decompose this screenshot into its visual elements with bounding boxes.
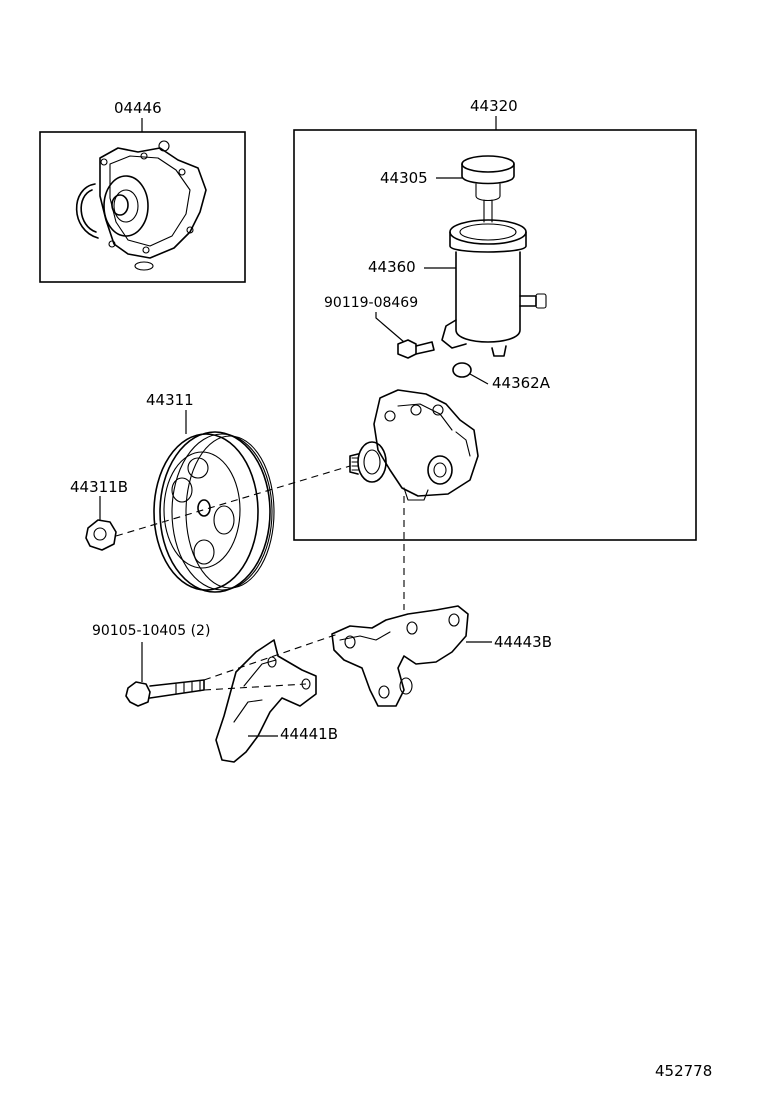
gasket-kit-box — [39, 131, 246, 283]
reservoir-cap-drawing — [461, 155, 515, 223]
label-gasket-kit: 04446 — [114, 99, 162, 117]
label-o-ring: 44362A — [492, 374, 550, 392]
label-reservoir: 44360 — [368, 258, 416, 276]
gasket-kit-drawing — [75, 140, 207, 271]
label-pulley: 44311 — [146, 391, 194, 409]
pulley-drawing — [153, 431, 275, 593]
label-pump-assy: 44320 — [470, 97, 518, 115]
pump-assy-box — [293, 129, 697, 541]
label-bracket-bolt: 90105-10405 (2) — [92, 623, 211, 639]
label-reservoir-bolt: 90119-08469 — [324, 295, 419, 311]
label-cap: 44305 — [380, 169, 428, 187]
bracket-rear-drawing — [215, 639, 317, 763]
o-ring-drawing — [452, 362, 472, 378]
o-ring-leader — [469, 373, 489, 385]
pulley-nut-drawing — [85, 519, 117, 551]
bracket-b-drawing — [331, 605, 469, 707]
reservoir-bolt-leader — [375, 312, 405, 343]
pulley-axis-line — [115, 465, 351, 537]
bracket-bolt-drawing — [125, 679, 205, 707]
bolt-axis-line-lower — [203, 683, 307, 691]
label-pulley-nut: 44311B — [70, 478, 129, 496]
pump-body-drawing — [349, 389, 479, 501]
label-bracket-b: 44443B — [494, 633, 553, 651]
figure-number: 452778 — [655, 1062, 713, 1080]
label-bracket-rear: 44441B — [280, 725, 339, 743]
reservoir-drawing — [441, 219, 547, 357]
reservoir-bolt-drawing — [397, 339, 435, 359]
